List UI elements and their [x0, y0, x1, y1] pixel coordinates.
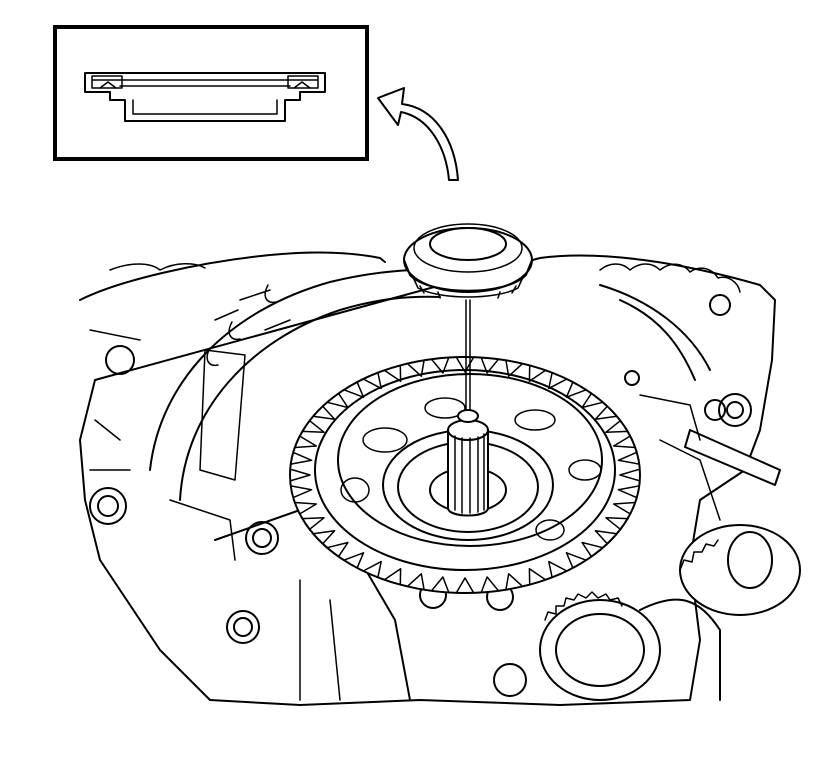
gear-teeth	[289, 356, 641, 594]
carrier-slots	[340, 397, 602, 541]
shaft	[447, 299, 489, 517]
gear-tooth-profile	[289, 356, 641, 594]
transmission-case	[79, 251, 776, 706]
side-gears	[539, 394, 801, 701]
seal-cross-section	[84, 72, 326, 122]
seal	[403, 223, 533, 299]
detail-inset	[53, 25, 369, 161]
callout-arrow	[377, 87, 459, 181]
